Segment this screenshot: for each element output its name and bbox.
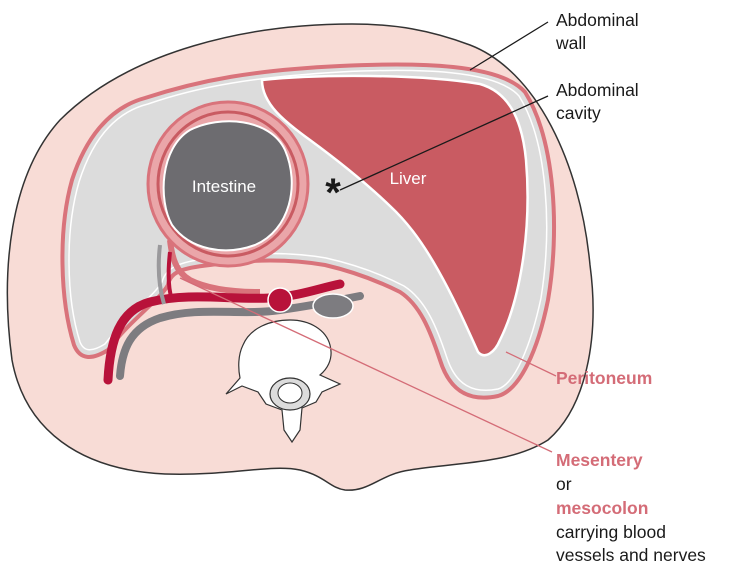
- carrying-label-line2: vessels and nerves: [556, 545, 706, 565]
- abdominal-wall-label-line2: wall: [555, 33, 586, 53]
- abdominal-cavity-label-line2: cavity: [556, 103, 601, 123]
- abdominal-cavity-label-line1: Abdominal: [556, 80, 639, 100]
- liver-label: Liver: [390, 169, 427, 188]
- spinal-cord: [278, 383, 302, 403]
- mesentery-label: Mesentery: [556, 450, 643, 470]
- aorta: [268, 288, 292, 312]
- vena-cava: [313, 294, 353, 318]
- or-label: or: [556, 474, 572, 494]
- abdominal-wall-label-line1: Abdominal: [556, 10, 639, 30]
- intestine-label: Intestine: [192, 177, 256, 196]
- peritoneum-label: Peritoneum: [556, 368, 652, 388]
- mesocolon-label: mesocolon: [556, 498, 648, 518]
- carrying-label-line1: carrying blood: [556, 522, 666, 542]
- leader-line-abdominal-wall: [470, 22, 548, 70]
- cavity-asterisk: *: [325, 171, 341, 215]
